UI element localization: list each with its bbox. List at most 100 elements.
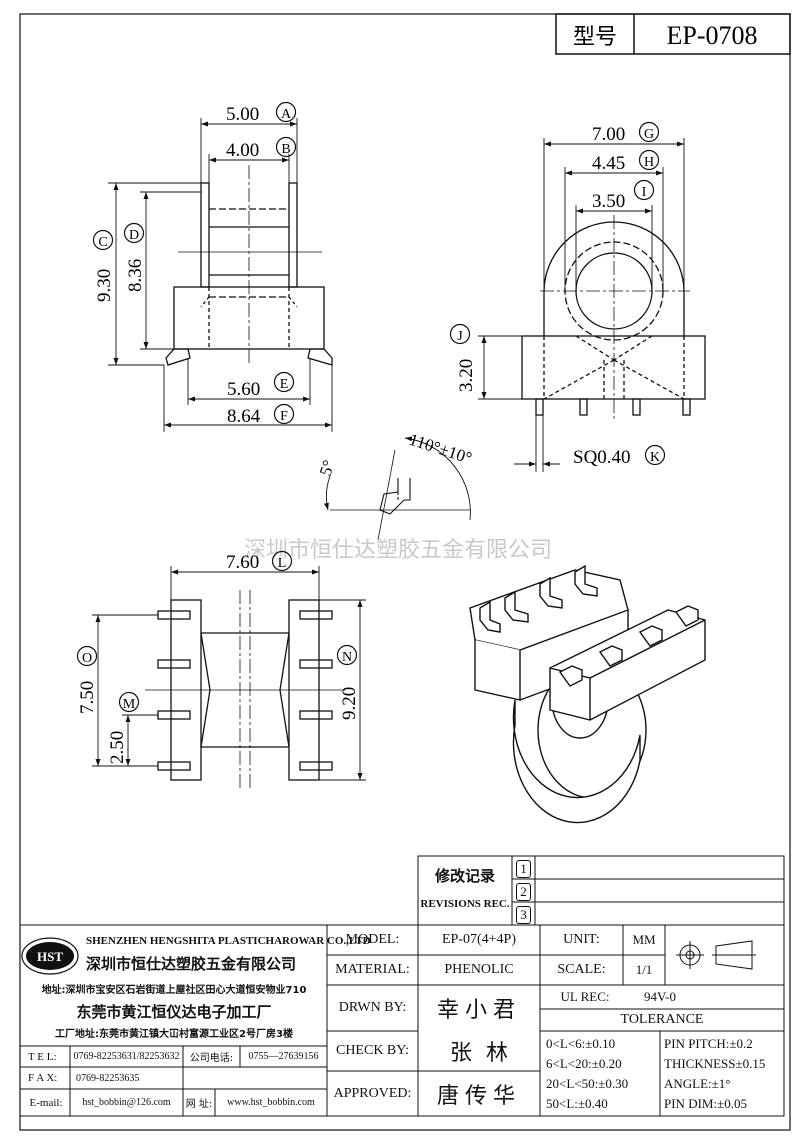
angle-110-label: 110°±10° [407,430,474,468]
dim-k-badge [644,444,666,466]
scale-label: SCALE: [557,962,606,977]
dim-h-badge [638,149,660,171]
dim-o-badge [76,645,98,667]
dim-a-value: 5.00 [226,104,259,125]
dim-b-letter: B [281,142,290,157]
dim-k-letter: K [650,450,660,465]
sheet-border [19,13,791,1131]
dim-e-letter: E [280,377,289,392]
ul-rec-label: UL REC: [560,989,610,1004]
company-name-cn: 深圳市恒仕达塑胶五金有限公司 [86,954,297,973]
dim-o-value: 7.50 [77,681,98,714]
company-tel-value: 0755—27639156 [248,1051,319,1062]
dim-d-value: 8.36 [125,259,146,292]
approved-value: 唐传华 [436,1083,521,1109]
dim-c-badge [92,229,114,251]
angle-5-label: 5° [316,458,339,478]
material-value: PHENOLIC [444,962,514,977]
tolerance-header: TOLERANCE [620,1012,704,1027]
ul-rec-value: 94V-0 [643,989,677,1004]
dim-m-value: 2.50 [107,731,128,764]
dim-n-badge [336,644,358,666]
dim-g-letter: G [644,127,654,142]
tolerance-angle: ANGLE:±1° [664,1075,731,1091]
web-value: www.hst_bobbin.com [227,1097,315,1108]
dim-i-value: 3.50 [592,191,625,212]
tolerance-pin-dim: PIN DIM:±0.05 [664,1095,747,1111]
company-name-en: SHENZHEN HENGSHITA PLASTICHAROWAR CO.,LT… [86,935,371,947]
fax-value: 0769-82253635 [76,1072,140,1084]
side-view [521,215,706,420]
pin-angle-detail [323,436,471,541]
drawn-by-label: DRWN BY: [338,1000,407,1015]
dim-n-value: 9.20 [339,687,360,720]
hst-logo-icon: HST [21,937,79,975]
dim-f-letter: F [280,409,288,424]
unit-value: MM [632,932,656,947]
dim-b-badge [275,136,297,158]
isometric-view [469,564,706,824]
company-address: 地址:深圳市宝安区石岩街道上屋社区田心大道恒安物业710 [41,984,307,996]
model-field-value: EP-07(4+4P) [441,932,516,947]
dim-j-badge [449,323,471,345]
dim-i-badge [633,179,655,201]
tel-value: 0769-82253631/82253632 [73,1051,180,1062]
revision-1: 1 [512,858,535,879]
watermark: 深圳市恒仕达塑胶五金有限公司 [244,537,552,562]
tolerance-range-4: 50<L:±0.40 [546,1095,608,1111]
model-label: 型号 [573,25,617,50]
revision-2: 2 [512,881,535,902]
web-label: 网 址: [185,1099,213,1110]
dim-d-letter: D [129,228,139,243]
factory-address: 工厂地址:东莞市黄江镇大冚村富源工业区2号厂房3楼 [55,1028,293,1040]
tolerance-pin-pitch: PIN PITCH:±0.2 [664,1035,753,1051]
dim-e-value: 5.60 [227,379,260,400]
dim-l-badge [271,550,293,572]
email-label: E-mail: [29,1096,63,1109]
unit-label: UNIT: [563,932,600,947]
dim-h-value: 4.45 [592,153,625,174]
tolerance-range-3: 20<L<50:±0.30 [546,1075,629,1091]
dim-g-value: 7.00 [592,124,625,145]
dim-k-value: SQ0.40 [573,447,631,468]
dim-f-value: 8.64 [227,406,261,427]
email-value: hst_bobbin@126.com [82,1097,171,1108]
tolerance-range-2: 6<L<20:±0.20 [546,1055,622,1071]
model-number: EP-0708 [667,21,758,50]
dim-j-letter: J [457,329,463,344]
model-title-block: 型号 EP-0708 [555,13,791,55]
company-tel-label: 公司电话: [189,1053,234,1064]
dim-l-letter: L [278,556,287,571]
scale-value: 1/1 [635,962,653,977]
bottom-view [145,590,345,790]
tel-label: T E L: [28,1050,57,1063]
factory-name: 东莞市黄江恒仪达电子加工厂 [76,1002,272,1021]
dim-n-letter: N [342,650,352,665]
revisions-label-en: REVISIONS REC. [420,898,510,910]
dim-a-letter: A [281,107,292,122]
check-by-label: CHECK BY: [335,1043,409,1058]
model-field-label: MODEL: [345,932,400,947]
dim-o-letter: O [82,651,92,666]
hst-logo-text: HST [37,949,63,964]
dim-m-letter: M [123,697,136,712]
dim-h-letter: H [644,155,654,170]
dim-l-value: 7.60 [226,552,259,573]
dim-b-value: 4.00 [226,140,259,161]
revisions-label-cn: 修改记录 [434,866,495,885]
dim-i-letter: I [642,185,647,200]
title-table-lines [19,855,785,1117]
dim-c-value: 9.30 [94,269,115,302]
dim-m-badge [118,691,140,713]
check-by-value: 张 林 [450,1041,508,1066]
fax-label: F A X: [28,1072,58,1084]
drawn-by-value: 幸小君 [436,998,521,1023]
material-label: MATERIAL: [335,962,410,977]
front-view [165,165,333,366]
tolerance-range-1: 0<L<6:±0.10 [546,1035,616,1051]
projection-symbol-icon [676,940,756,970]
dim-g-badge [638,121,660,143]
dim-j-value: 3.20 [456,359,477,392]
